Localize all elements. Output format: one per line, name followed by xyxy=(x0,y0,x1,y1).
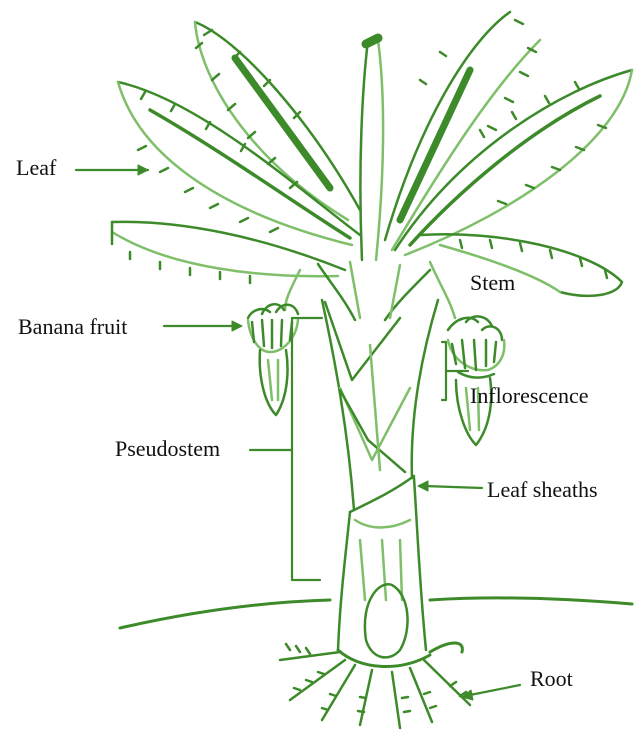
corm xyxy=(338,584,462,666)
leaf-lower-right xyxy=(420,234,622,296)
label-leader-lines xyxy=(76,165,520,700)
banana-fruit-arrow xyxy=(164,321,242,331)
leaf-blades xyxy=(112,12,632,296)
ground-line xyxy=(120,598,632,628)
roots xyxy=(280,644,470,728)
leaf-arrow xyxy=(76,165,148,175)
label-root: Root xyxy=(530,668,573,690)
label-stem: Stem xyxy=(470,272,515,294)
leaf-upper-right xyxy=(385,12,540,250)
leaf-left-mid xyxy=(118,82,360,245)
pseudostem-trunk xyxy=(322,300,438,650)
leaf-lower-left xyxy=(112,222,345,283)
label-pseudostem: Pseudostem xyxy=(115,438,220,460)
root-arrow xyxy=(462,685,520,700)
label-leaf-sheaths: Leaf sheaths xyxy=(487,479,598,501)
stem-crown xyxy=(318,262,430,320)
label-inflorescence: Inflorescence xyxy=(470,385,588,407)
label-leaf: Leaf xyxy=(16,157,56,179)
label-banana-fruit: Banana fruit xyxy=(18,316,127,338)
leaf-sheaths-arrow xyxy=(418,481,482,491)
leaf-center xyxy=(360,38,383,260)
